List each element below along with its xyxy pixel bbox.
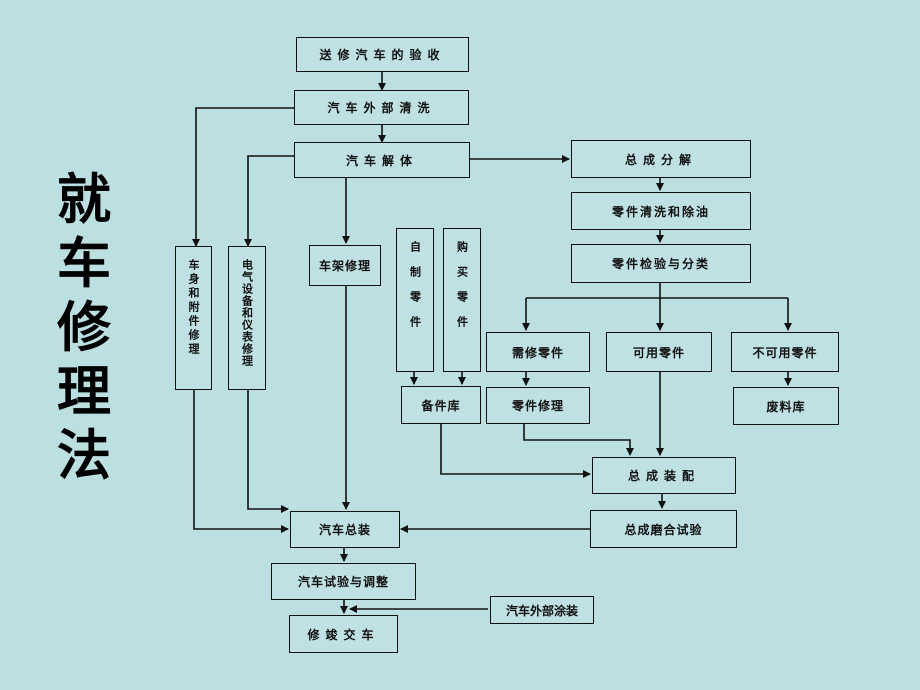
arrow-body-to-general <box>193 390 289 533</box>
page-title: 就 车 修 理 法 <box>52 168 116 488</box>
general-assembly-label: 汽车总装 <box>318 523 371 537</box>
purchased-box: 购买零件 <box>443 228 481 372</box>
unusable-box: 不可用零件 <box>731 332 839 372</box>
usable-box: 可用零件 <box>606 332 712 372</box>
parts-clean-label: 零件清洗和除油 <box>611 204 710 219</box>
test-adjust-box: 汽车试验与调整 <box>271 563 416 600</box>
purchased-label: 购买零件 <box>455 241 469 341</box>
usable-label: 可用零件 <box>632 345 685 360</box>
parts-repair-box: 零件修理 <box>486 387 590 424</box>
unusable-label: 不可用零件 <box>752 345 818 360</box>
spare-store-box: 备件库 <box>401 386 481 424</box>
paint-label: 汽车外部涂装 <box>505 603 578 618</box>
arrow-wash-to-body <box>192 107 294 247</box>
need-repair-label: 需修零件 <box>511 345 564 360</box>
delivery-label: 修竣交车 <box>307 627 380 642</box>
general-assembly-box: 汽车总装 <box>290 511 400 548</box>
parts-inspect-box: 零件检验与分类 <box>571 244 751 283</box>
assembly-label: 总成装配 <box>627 469 700 483</box>
arrow-parts-repair-to-assembly <box>523 424 634 456</box>
frame-repair-box: 车架修理 <box>309 245 381 286</box>
electric-repair-box: 电气设备和仪表修理 <box>228 246 266 390</box>
wash-box: 汽车外部清洗 <box>294 90 469 125</box>
scrap-store-box: 废料库 <box>733 387 839 425</box>
test-adjust-label: 汽车试验与调整 <box>297 575 389 589</box>
self-made-label: 自制零件 <box>408 241 422 341</box>
title-char-3: 修 <box>57 296 111 359</box>
frame-repair-label: 车架修理 <box>318 259 371 273</box>
receive-label: 送修汽车的验收 <box>319 48 446 62</box>
arrow-electric-to-general <box>247 390 289 513</box>
parts-inspect-label: 零件检验与分类 <box>611 257 710 271</box>
title-char-1: 就 <box>57 168 111 231</box>
assembly-test-box: 总成磨合试验 <box>590 510 737 548</box>
delivery-box: 修竣交车 <box>289 615 398 653</box>
disassemble-label: 汽车解体 <box>345 153 418 168</box>
title-char-4: 理 <box>57 360 111 423</box>
body-repair-label: 车身和附件修理 <box>187 259 200 357</box>
body-repair-box: 车身和附件修理 <box>175 246 212 390</box>
electric-repair-label: 电气设备和仪表修理 <box>240 259 254 367</box>
assembly-disassemble-label: 总成分解 <box>624 152 697 167</box>
spare-store-label: 备件库 <box>421 398 461 413</box>
receive-box: 送修汽车的验收 <box>296 37 469 72</box>
arrow-spare-to-assembly <box>440 424 591 478</box>
need-repair-box: 需修零件 <box>486 332 590 372</box>
paint-box: 汽车外部涂装 <box>490 596 594 624</box>
assembly-test-label: 总成磨合试验 <box>624 522 703 537</box>
assembly-disassemble-box: 总成分解 <box>571 140 751 178</box>
parts-clean-box: 零件清洗和除油 <box>571 192 751 230</box>
arrow-disassemble-to-electric <box>244 155 294 247</box>
wash-label: 汽车外部清洗 <box>327 101 436 115</box>
assembly-box: 总成装配 <box>592 457 736 494</box>
disassemble-box: 汽车解体 <box>294 142 470 178</box>
parts-repair-label: 零件修理 <box>511 399 564 413</box>
title-char-2: 车 <box>57 232 111 295</box>
title-char-5: 法 <box>57 424 111 487</box>
scrap-store-label: 废料库 <box>766 399 806 414</box>
self-made-box: 自制零件 <box>396 228 434 372</box>
